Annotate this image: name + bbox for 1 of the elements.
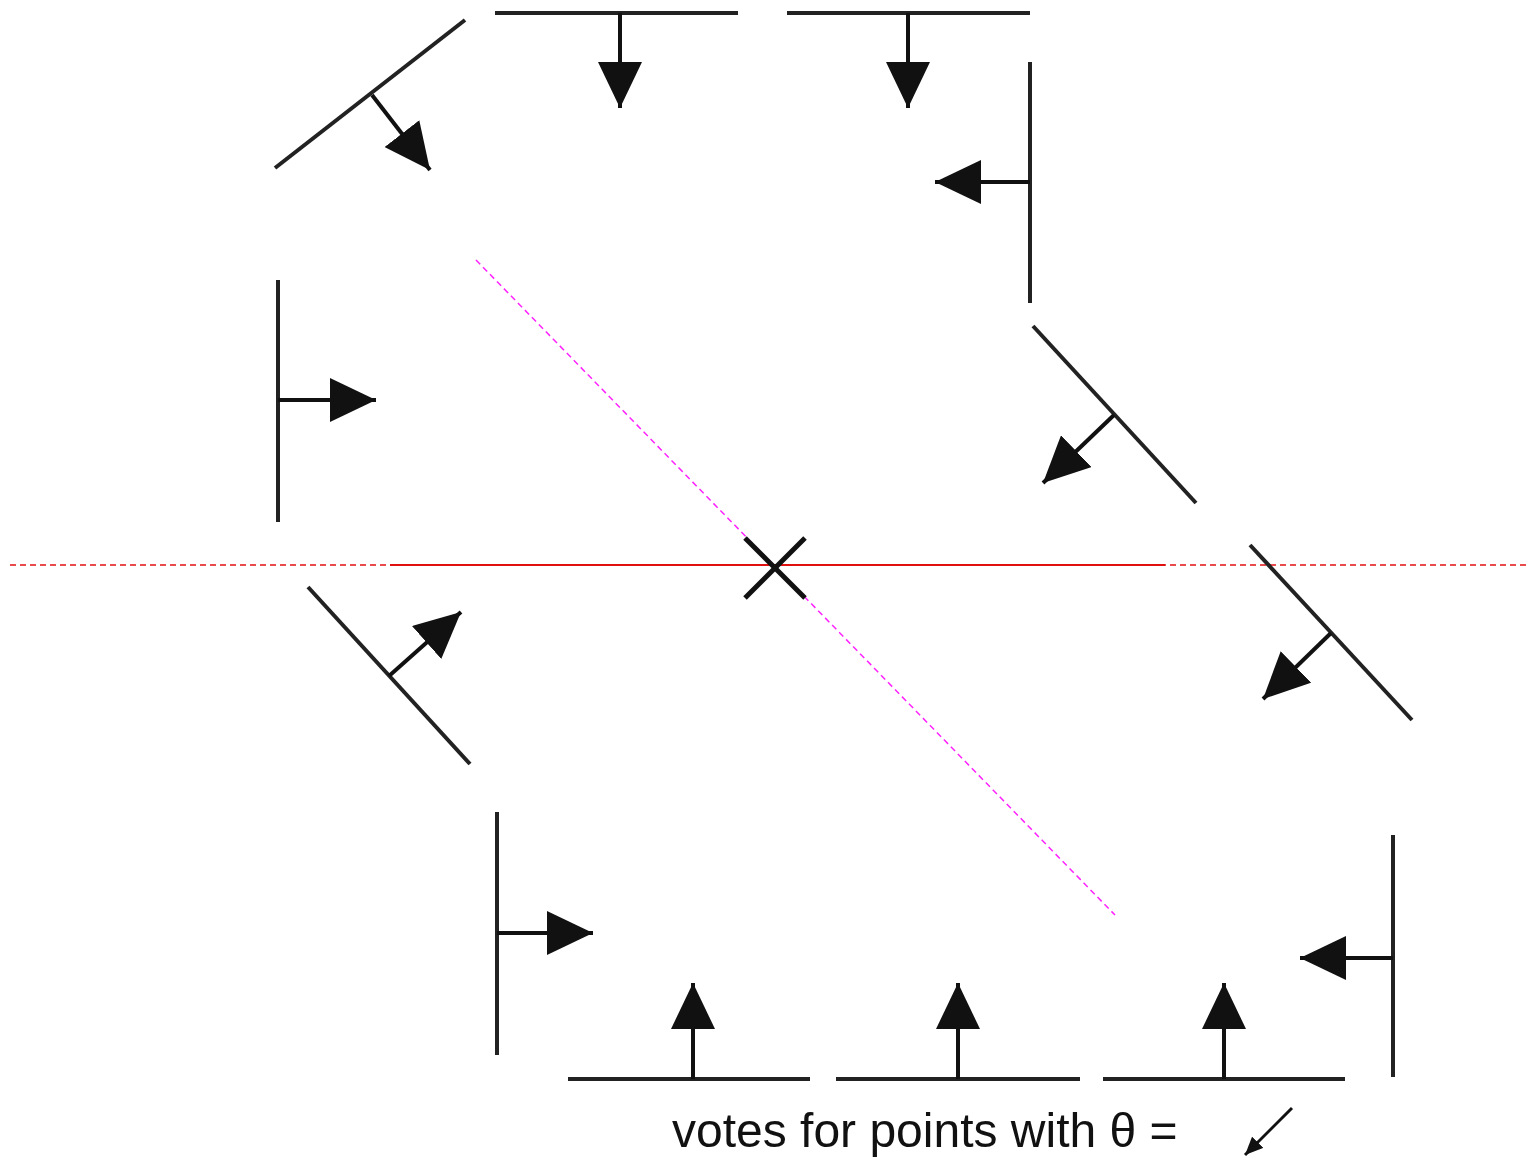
caption-text: votes for points with θ = [672, 1103, 1178, 1158]
